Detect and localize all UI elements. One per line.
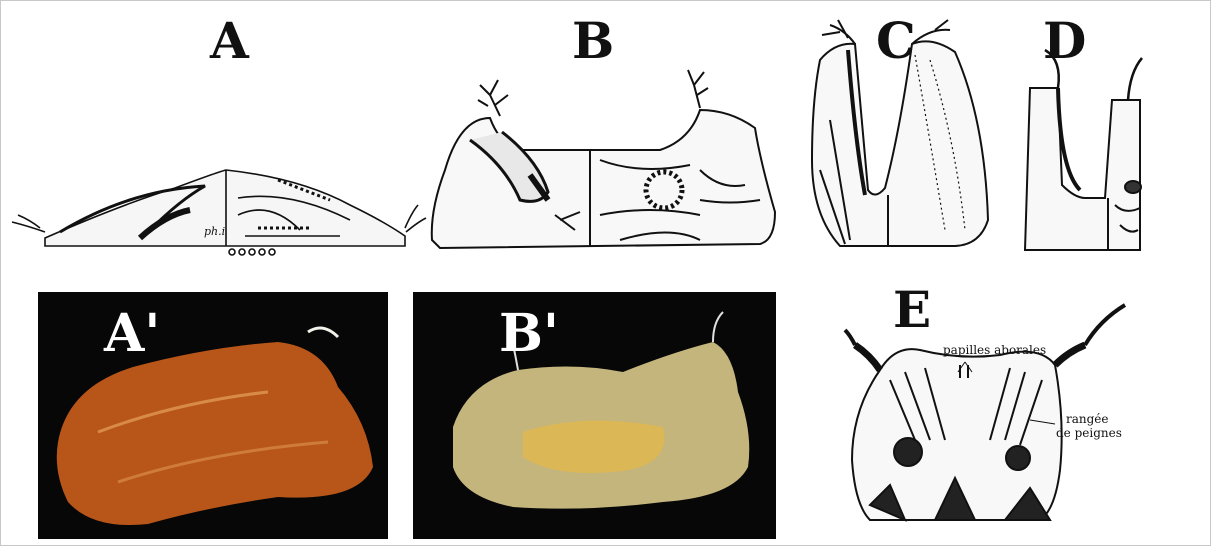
annotation-papilles-aborales: papilles aborales bbox=[943, 344, 1046, 357]
annotation-rangee-line2: de peignes bbox=[1056, 427, 1122, 440]
annotation-rangee-line1: rangée bbox=[1066, 413, 1109, 426]
